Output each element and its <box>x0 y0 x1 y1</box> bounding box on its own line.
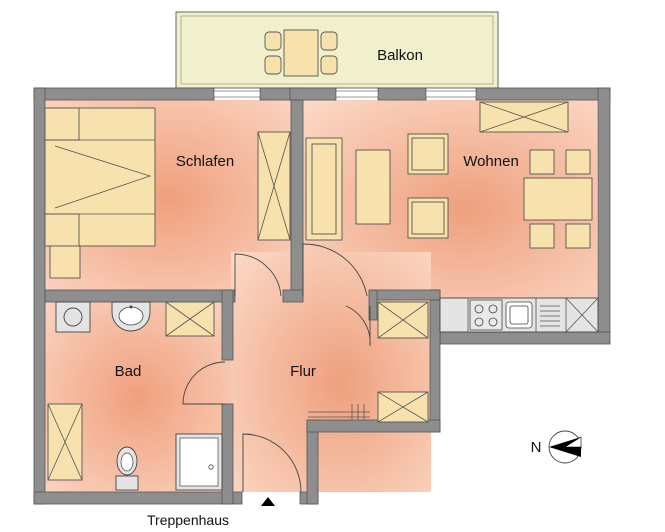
flur-cabinet-bottom <box>377 391 429 423</box>
label-balkon: Balkon <box>377 47 423 64</box>
north-arrow-icon <box>548 430 582 464</box>
balcony-table <box>264 29 338 77</box>
shower-icon <box>175 433 223 491</box>
doors <box>182 243 371 493</box>
label-flur: Flur <box>290 363 316 380</box>
washing-machine-icon <box>55 301 91 333</box>
dining-set <box>523 149 593 249</box>
washbasin-icon <box>111 301 151 332</box>
entry-arrow-icon <box>261 497 275 506</box>
label-treppenhaus: Treppenhaus <box>147 512 229 528</box>
drainboard <box>540 305 560 327</box>
door-wohnen <box>302 243 368 297</box>
flur-cabinet-top <box>377 301 429 339</box>
label-wohnen: Wohnen <box>463 153 519 170</box>
balcony <box>175 11 499 89</box>
nightstand <box>49 245 81 279</box>
door-kitchen <box>345 305 371 347</box>
door-entry <box>242 433 302 493</box>
sideboard <box>479 101 569 133</box>
walls <box>33 87 611 505</box>
sink-icon <box>505 301 533 329</box>
door-schlafen <box>234 253 282 297</box>
bad-cabinet <box>165 301 215 337</box>
wardrobe-schlafen <box>257 131 291 241</box>
armchair-2 <box>407 197 449 239</box>
sofa <box>305 137 343 241</box>
label-bad: Bad <box>115 363 142 380</box>
stove-icon <box>469 299 503 331</box>
coat-rack <box>308 404 370 420</box>
door-bad <box>182 361 226 405</box>
armchair-1 <box>407 133 449 175</box>
label-schlafen: Schlafen <box>176 153 234 170</box>
coffee-table <box>355 149 391 225</box>
floor-flur <box>231 252 431 492</box>
label-north: N <box>531 439 542 456</box>
bad-shelf <box>47 403 83 481</box>
kitchen <box>439 297 599 333</box>
toilet-icon <box>115 446 139 491</box>
bed <box>44 107 156 247</box>
